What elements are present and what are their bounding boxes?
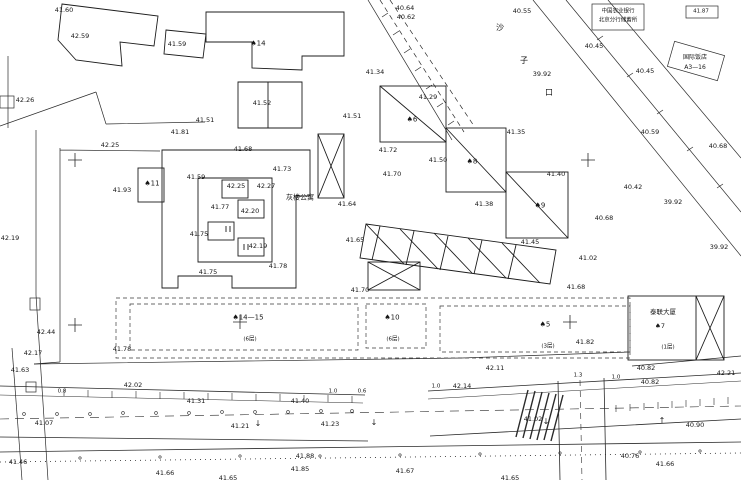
left-street [11, 130, 49, 480]
survey-cross [68, 318, 82, 332]
crosswalk-hatch [515, 389, 564, 442]
dashed-parcels [115, 297, 631, 359]
diagonal-road-center [367, 0, 475, 141]
survey-cross [68, 153, 82, 167]
survey-crosses [68, 153, 595, 332]
diagonal-avenue-right [532, 0, 741, 257]
survey-cross [563, 315, 577, 329]
buildings [57, 3, 725, 361]
annotation-boxes [591, 3, 726, 82]
bottom-road [0, 372, 741, 463]
right-vertical-road [515, 377, 607, 480]
survey-cross [233, 315, 247, 329]
survey-cross [581, 153, 595, 167]
